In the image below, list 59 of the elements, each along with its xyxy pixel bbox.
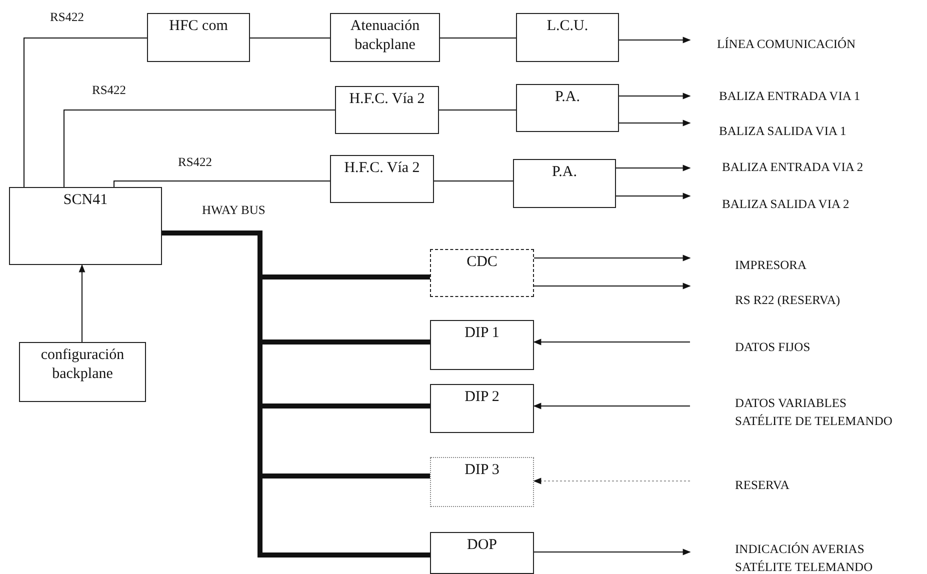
arrow [618,120,691,126]
arrow [618,36,691,44]
connector-line [434,180,514,182]
process-box [147,13,250,62]
arrow [533,338,690,346]
edge-label: RS422 [50,10,84,25]
signal-text: RS R22 (RESERVA) [735,292,840,309]
arrow [534,254,691,262]
box-label: H.F.C. Vía 2 [343,159,421,178]
arrow [616,164,691,172]
signal-text: INDICACIÓN AVERIAS SATÉLITE TELEMANDO [735,541,874,574]
signal-text: IMPRESORA [735,257,807,274]
arrow [533,402,690,410]
box-label: Atenuación backplane [349,17,421,55]
box-label: HFC com [168,17,229,36]
signal-text: LÍNEA COMUNICACIÓN [717,36,856,53]
edge-label: RS422 [92,83,126,98]
connector-line [24,38,148,188]
process-box [516,84,619,132]
signal-text: BALIZA SALIDA VIA 2 [722,196,850,213]
bus-label: HWAY BUS [202,203,266,218]
connector-line [114,180,330,188]
process-box [330,155,434,203]
box-label: P.A. [550,163,578,182]
signal-text: RESERVA [735,477,790,494]
box-label: H.F.C. Vía 2 [348,90,426,109]
box-label: DIP 3 [464,461,500,480]
box-label: DIP 2 [464,388,500,407]
arrow [534,548,691,556]
box-label: configuración backplane [40,346,126,384]
box-label: CDC [466,253,498,272]
box-label: L.C.U. [546,17,590,36]
arrow [533,478,690,484]
box-label: DOP [466,536,498,555]
process-box [430,249,534,297]
signal-text: DATOS VARIABLES SATÉLITE DE TELEMANDO [735,395,894,430]
connector-line [64,110,336,188]
signal-text: BALIZA ENTRADA VIA 2 [722,159,864,176]
process-box [19,342,146,402]
box-label: P.A. [554,88,581,107]
arrow [618,92,691,100]
process-box [430,532,534,574]
process-box [9,187,162,265]
arrow [78,264,86,342]
process-box [516,13,619,62]
arrow [616,192,691,200]
box-label: SCN41 [62,191,109,210]
process-box [330,13,440,62]
box-label: DIP 1 [464,324,500,343]
process-box [430,384,534,433]
edge-label: RS422 [178,155,212,170]
process-box [430,457,534,507]
arrow [534,282,691,290]
process-box [513,159,616,208]
signal-text: DATOS FIJOS [735,339,810,356]
process-box [335,86,439,134]
signal-text: BALIZA ENTRADA VIA 1 [719,88,860,105]
signal-text: BALIZA SALIDA VIA 1 [719,123,846,140]
process-box [430,320,534,370]
